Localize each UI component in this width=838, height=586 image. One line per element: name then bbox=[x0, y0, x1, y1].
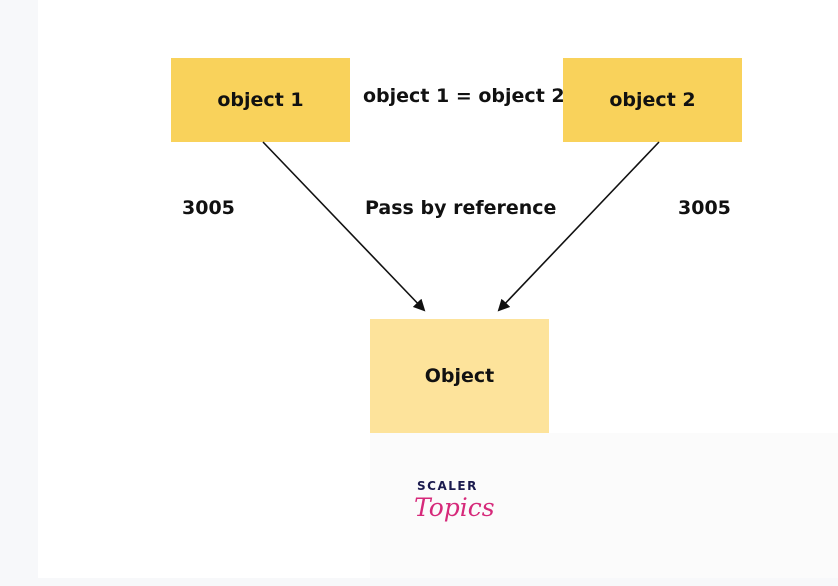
topics-logo-text: Topics bbox=[414, 493, 495, 522]
target-object-label: Object bbox=[424, 365, 495, 387]
address-left-label: 3005 bbox=[182, 197, 235, 219]
object-2-node: object 2 bbox=[563, 58, 742, 142]
assignment-label: object 1 = object 2 bbox=[363, 85, 565, 107]
pass-type-label: Pass by reference bbox=[365, 197, 557, 219]
object-1-node: object 1 bbox=[171, 58, 350, 142]
object-1-label: object 1 bbox=[217, 89, 304, 111]
logo-panel bbox=[370, 433, 838, 578]
address-right-label: 3005 bbox=[678, 197, 731, 219]
object-2-label: object 2 bbox=[609, 89, 696, 111]
scaler-logo-text: SCALER bbox=[417, 479, 478, 493]
target-object-node: Object bbox=[370, 319, 549, 433]
